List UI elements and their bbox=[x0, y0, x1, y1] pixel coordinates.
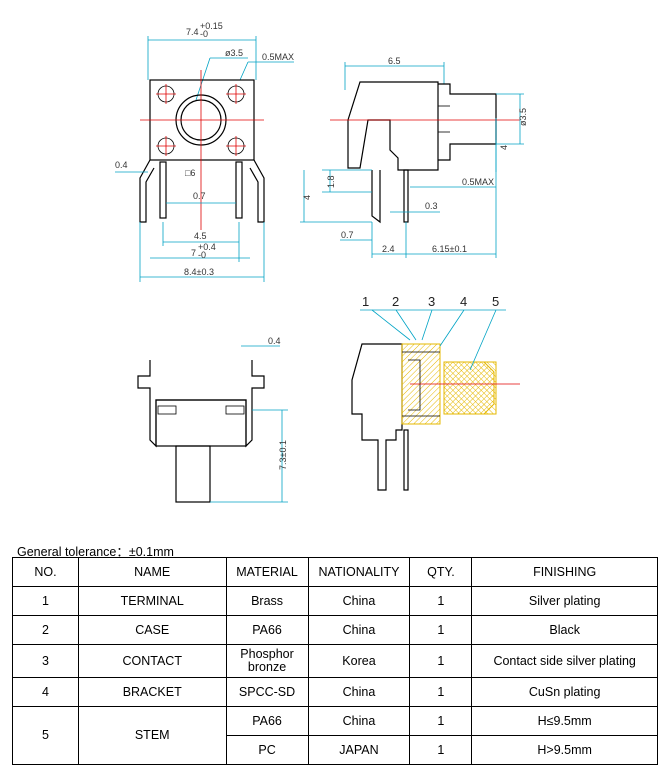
cell-material: PA66 bbox=[225, 615, 309, 645]
table-header-row: NO. NAME MATERIAL NATIONALITY QTY. FINIS… bbox=[12, 557, 658, 587]
cell-nationality: JAPAN bbox=[307, 735, 411, 765]
dim-side-standoff: 1.8 bbox=[326, 175, 336, 188]
cell-qty: 1 bbox=[409, 706, 473, 736]
dim-side-height: 4 bbox=[302, 195, 312, 200]
side-view: 6.5 ø3.5 4 0.5MAX 1.8 4 0.3 0.7 2 bbox=[300, 56, 528, 258]
dim-span: 7 bbox=[191, 248, 196, 258]
dim-width-tol: 7.4 bbox=[186, 27, 199, 37]
front-view: 7.4 +0.15 -0 ø3.5 0.5MAX 0.4 □6 0.7 bbox=[115, 21, 294, 282]
dim-pin-gap: 0.7 bbox=[193, 191, 206, 201]
cell-qty: 1 bbox=[409, 644, 473, 678]
dim-side-pin-max: 0.5MAX bbox=[462, 177, 494, 187]
cell-name: CASE bbox=[77, 615, 227, 645]
header-qty: QTY. bbox=[409, 557, 473, 587]
cell-name: TERMINAL bbox=[77, 586, 227, 616]
header-nationality: NATIONALITY bbox=[307, 557, 411, 587]
rear-view: 0.4 7.3±0.1 bbox=[137, 336, 288, 503]
callout-4: 4 bbox=[460, 294, 467, 309]
cell-finishing: Contact side silver plating bbox=[471, 644, 658, 678]
cell-material: SPCC-SD bbox=[225, 677, 309, 707]
technical-drawing: 7.4 +0.15 -0 ø3.5 0.5MAX 0.4 □6 0.7 bbox=[115, 21, 528, 503]
dim-span-sup: +0.4 bbox=[198, 242, 216, 252]
cell-material: Brass bbox=[225, 586, 309, 616]
dim-width-tol-sub: -0 bbox=[200, 29, 208, 39]
dim-side-body-to-tip: 6.15±0.1 bbox=[432, 244, 467, 254]
cell-name: CONTACT bbox=[77, 644, 227, 678]
cell-nationality: China bbox=[307, 706, 411, 736]
callout-2: 2 bbox=[392, 294, 399, 309]
bill-of-materials-table: NO. NAME MATERIAL NATIONALITY QTY. FINIS… bbox=[12, 557, 658, 765]
cell-material: PC bbox=[225, 735, 309, 765]
dim-stem-dia-front: ø3.5 bbox=[225, 48, 243, 58]
cell-finishing: Silver plating bbox=[471, 586, 658, 616]
cell-nationality: Korea bbox=[307, 644, 411, 678]
cell-nationality: China bbox=[307, 677, 411, 707]
table-row: 4 BRACKET SPCC-SD China 1 CuSn plating bbox=[12, 677, 658, 707]
dim-side-pin-thick: 0.3 bbox=[425, 201, 438, 211]
cell-no: 1 bbox=[12, 586, 79, 616]
header-material: MATERIAL bbox=[225, 557, 309, 587]
table-row: 1 TERMINAL Brass China 1 Silver plating bbox=[12, 586, 658, 616]
cell-finishing: Black bbox=[471, 615, 658, 645]
dim-side-offset: 0.4 bbox=[115, 160, 128, 170]
cell-nationality: China bbox=[307, 586, 411, 616]
dim-pin-max-front: 0.5MAX bbox=[262, 52, 294, 62]
callout-1: 1 bbox=[362, 294, 369, 309]
cell-nationality: China bbox=[307, 615, 411, 645]
header-name: NAME bbox=[77, 557, 227, 587]
cell-no: 3 bbox=[12, 644, 79, 678]
cell-material: PA66 bbox=[225, 706, 309, 736]
table-row: 2 CASE PA66 China 1 Black bbox=[12, 615, 658, 645]
dim-rear-offset: 0.4 bbox=[268, 336, 281, 346]
callout-5: 5 bbox=[492, 294, 499, 309]
dim-rear-height: 7.3±0.1 bbox=[278, 440, 288, 470]
cell-no: 5 bbox=[12, 706, 79, 765]
dim-side-pin-offset: 0.7 bbox=[341, 230, 354, 240]
dim-span-sub: -0 bbox=[198, 250, 206, 260]
cell-material: Phosphor bronze bbox=[225, 644, 309, 678]
cell-qty: 1 bbox=[409, 677, 473, 707]
dim-side-stem-dia: ø3.5 bbox=[518, 108, 528, 126]
dim-side-length: 6.5 bbox=[388, 56, 401, 66]
table-row: 5 STEM PA66 China 1 H≤9.5mm bbox=[12, 706, 658, 765]
cell-name: STEM bbox=[77, 706, 227, 765]
general-tolerance: General tolerance：±0.1mm bbox=[17, 545, 174, 559]
cell-finishing: H>9.5mm bbox=[471, 735, 658, 765]
dim-side-pin-pos: 2.4 bbox=[382, 244, 395, 254]
cell-qty: 1 bbox=[409, 615, 473, 645]
cell-no: 2 bbox=[12, 615, 79, 645]
cell-name: BRACKET bbox=[77, 677, 227, 707]
cell-no: 4 bbox=[12, 677, 79, 707]
header-finishing: FINISHING bbox=[471, 557, 658, 587]
cell-qty: 1 bbox=[409, 586, 473, 616]
cell-qty: 1 bbox=[409, 735, 473, 765]
header-no: NO. bbox=[12, 557, 79, 587]
dim-square: □6 bbox=[185, 168, 195, 178]
dim-overall: 8.4±0.3 bbox=[184, 267, 214, 277]
dim-width-tol-sup: +0.15 bbox=[200, 21, 223, 31]
callout-3: 3 bbox=[428, 294, 435, 309]
section-view: 1 2 3 4 5 bbox=[351, 294, 520, 491]
cell-finishing: CuSn plating bbox=[471, 677, 658, 707]
table-row: 3 CONTACT Phosphor bronze Korea 1 Contac… bbox=[12, 644, 658, 678]
dim-side-stem-len: 4 bbox=[499, 145, 509, 150]
cell-finishing: H≤9.5mm bbox=[471, 706, 658, 736]
dim-pin-pitch: 4.5 bbox=[194, 231, 207, 241]
